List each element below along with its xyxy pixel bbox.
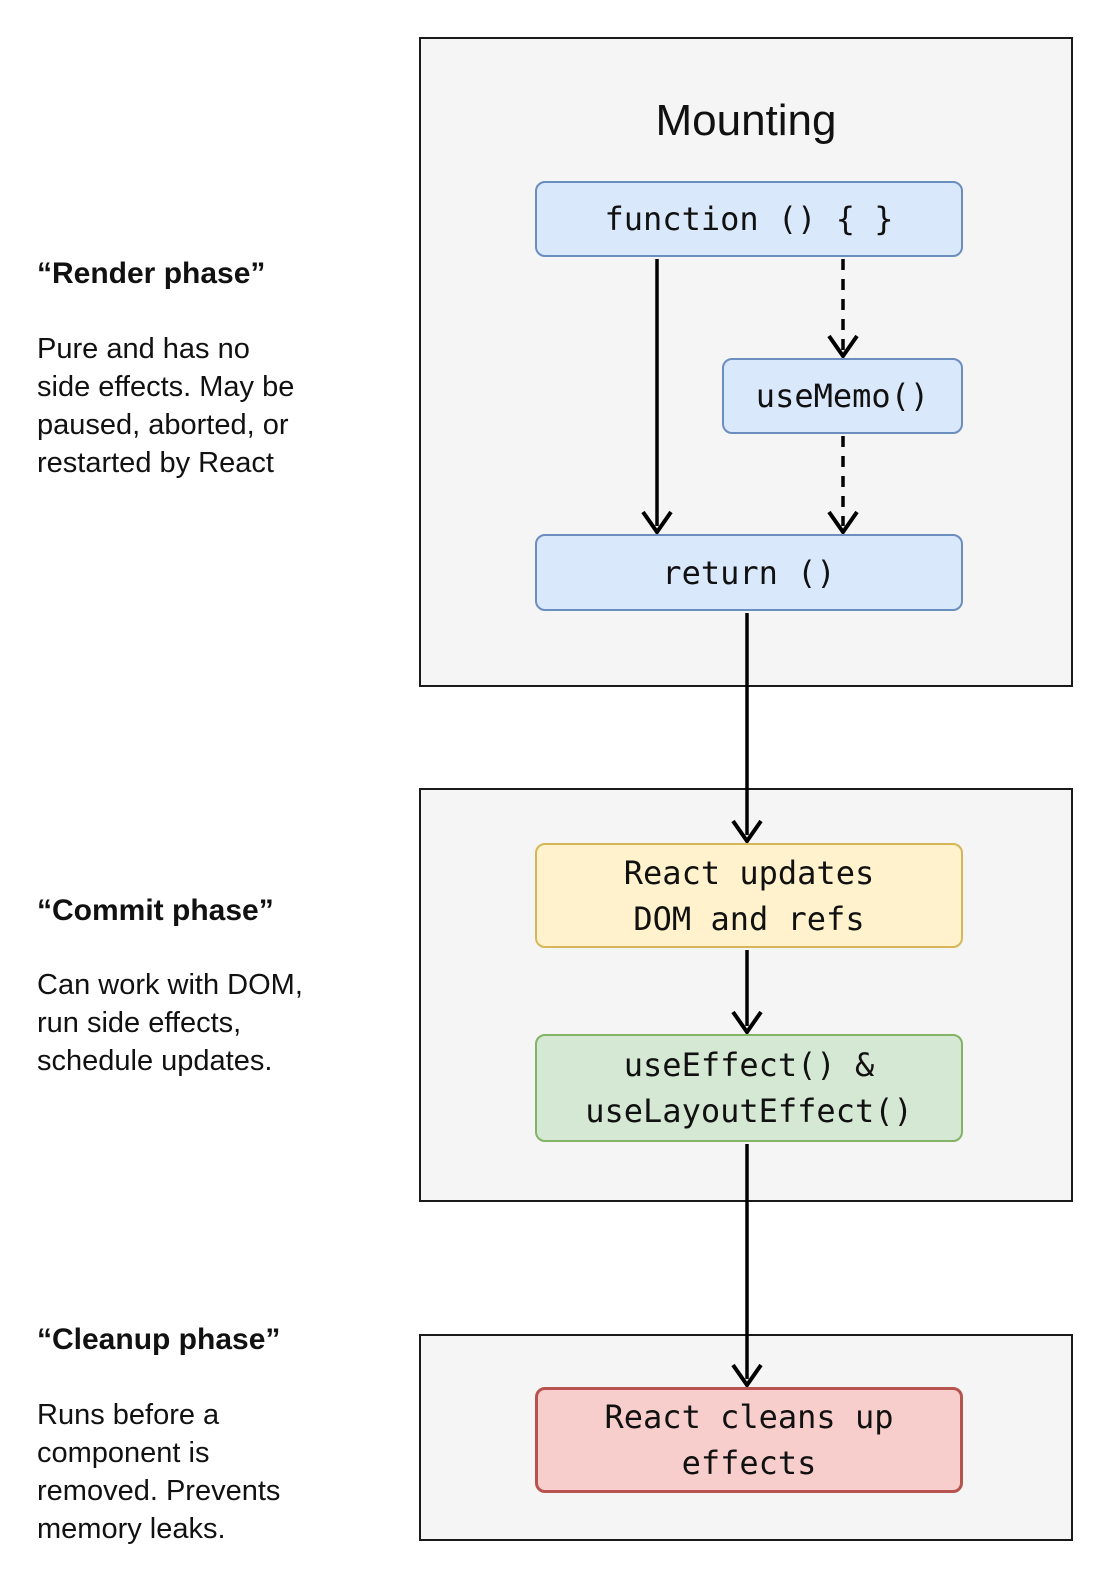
commit-phase-description: Can work with DOM, run side effects, sch…: [37, 969, 303, 1077]
react-updates-dom-node: React updates DOM and refs: [535, 843, 963, 948]
mounting-title: Mounting: [655, 96, 837, 145]
cleanup-phase-heading: “Cleanup phase”: [37, 1323, 281, 1356]
render-phase-description: Pure and has no side effects. May be pau…: [37, 333, 295, 479]
commit-phase-heading: “Commit phase”: [37, 894, 274, 927]
use-effect-node: useEffect() & useLayoutEffect(): [535, 1034, 963, 1142]
function-node: function () { }: [535, 181, 963, 257]
return-node: return (): [535, 534, 963, 611]
render-phase-heading: “Render phase”: [37, 257, 266, 290]
react-cleans-up-node: React cleans up effects: [535, 1387, 963, 1493]
cleanup-phase-description: Runs before a component is removed. Prev…: [37, 1399, 281, 1545]
usememo-node: useMemo(): [722, 358, 963, 434]
